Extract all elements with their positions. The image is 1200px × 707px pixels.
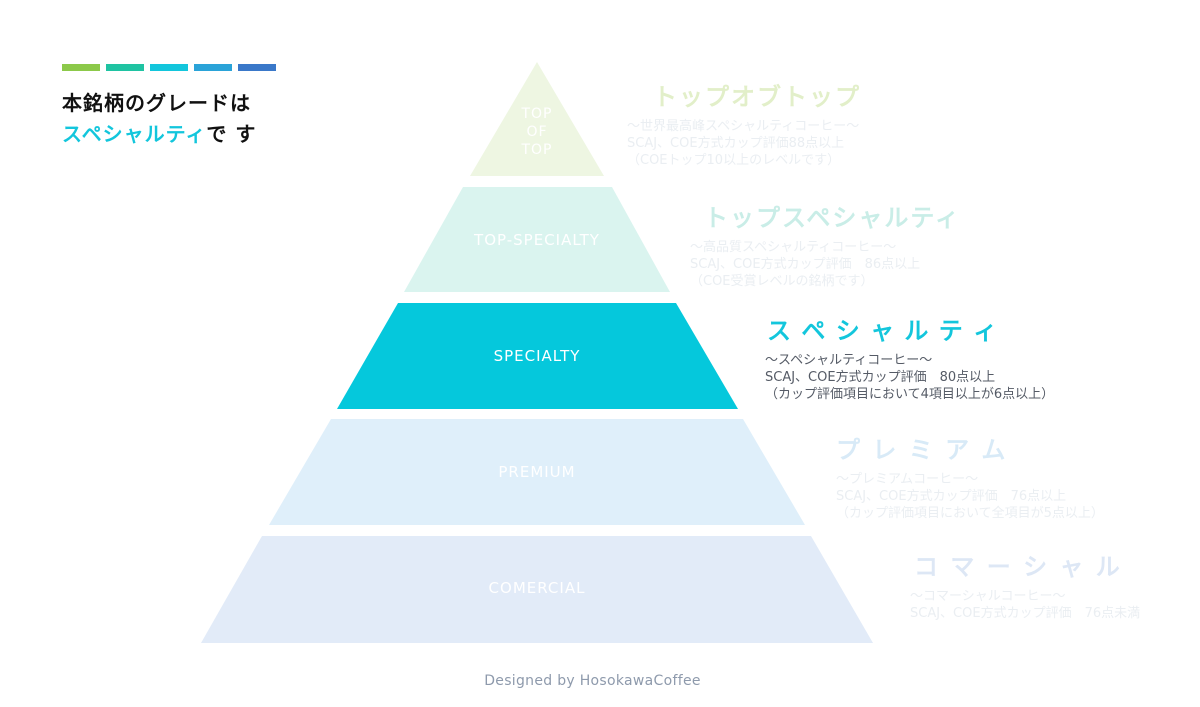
- tier-comercial-label: COMERCIAL: [488, 579, 586, 597]
- heading-line-1: 本銘柄のグレードは: [62, 91, 251, 115]
- footer-credit: Designed by HosokawaCoffee: [484, 673, 701, 689]
- tier-top-specialty-description: トップスペシャルティ ～高品質スペシャルティコーヒー～ SCAJ、COE方式カッ…: [690, 198, 961, 290]
- tier-specialty-desc-line: SCAJ、COE方式カップ評価 80点以上: [765, 370, 996, 385]
- page-heading: 本銘柄のグレードは スペシャルティで す: [62, 88, 256, 150]
- tier-premium-shape: [269, 419, 805, 525]
- tier-comercial-title: コ マ ー シ ャ ル: [914, 553, 1122, 581]
- tier-premium-description: プ レ ミ ア ム ～プレミアムコーヒー～ SCAJ、COE方式カップ評価 76…: [836, 430, 1104, 522]
- tier-top-of-top-label-line: TOP: [521, 106, 553, 122]
- tier-premium-desc-line: SCAJ、COE方式カップ評価 76点以上: [836, 489, 1067, 504]
- tier-specialty-desc-line: （カップ評価項目において4項目以上が6点以上）: [765, 387, 1055, 402]
- heading-accent: スペシャルティ: [62, 122, 207, 146]
- tier-premium-title: プ レ ミ ア ム: [836, 436, 1008, 464]
- stripe-3: [150, 64, 188, 71]
- tier-top-of-top-shape: [470, 62, 604, 176]
- stripe-2: [106, 64, 144, 71]
- tier-specialty-desc-line: ～スペシャルティコーヒー～: [765, 353, 933, 368]
- tier-top-of-top-desc-line: SCAJ、COE方式カップ評価88点以上: [627, 136, 845, 151]
- tier-premium-desc-line: ～プレミアムコーヒー～: [836, 472, 979, 487]
- tier-specialty-label: SPECIALTY: [493, 347, 581, 365]
- tier-comercial-shape: [201, 536, 873, 643]
- heading-rest: で す: [206, 122, 257, 146]
- tier-top-of-top-desc-line: （COEトップ10以上のレベルです）: [627, 153, 841, 168]
- tier-specialty-description: ス ペ シ ャ ル テ ィ ～スペシャルティコーヒー～ SCAJ、COE方式カッ…: [765, 311, 1054, 403]
- tier-top-of-top-label-line: OF: [526, 124, 548, 140]
- tier-comercial-desc-line: ～コマーシャルコーヒー～: [910, 589, 1066, 604]
- tier-top-specialty-shape: [404, 187, 670, 292]
- tier-top-of-top-label: TOP OF TOP: [507, 105, 567, 159]
- tier-premium-desc-line: （カップ評価項目において全項目が5点以上）: [836, 506, 1104, 521]
- tier-top-specialty-title: トップスペシャルティ: [704, 204, 961, 232]
- tier-specialty-shape: [337, 303, 738, 409]
- tier-comercial-desc-line: SCAJ、COE方式カップ評価 76点未満: [910, 606, 1141, 621]
- tier-top-of-top-title: トップオブトップ: [653, 83, 861, 111]
- tier-top-of-top-desc-line: ～世界最高峰スペシャルティコーヒー～: [627, 119, 860, 134]
- color-stripes: [62, 64, 276, 71]
- tier-comercial-description: コ マ ー シ ャ ル ～コマーシャルコーヒー～ SCAJ、COE方式カップ評価…: [910, 547, 1140, 622]
- tier-top-specialty-desc-line: SCAJ、COE方式カップ評価 86点以上: [690, 257, 921, 272]
- tier-top-specialty-label: TOP-SPECIALTY: [474, 231, 600, 249]
- tier-specialty-title: ス ペ シ ャ ル テ ィ: [767, 317, 999, 345]
- tier-top-specialty-desc-line: （COE受賞レベルの銘柄です）: [690, 274, 874, 289]
- stripe-1: [62, 64, 100, 71]
- stripe-5: [238, 64, 276, 71]
- tier-top-specialty-desc-line: ～高品質スペシャルティコーヒー～: [690, 240, 897, 255]
- tier-top-of-top-description: トップオブトップ ～世界最高峰スペシャルティコーヒー～ SCAJ、COE方式カッ…: [627, 77, 861, 169]
- tier-top-of-top-label-line: TOP: [521, 142, 553, 158]
- tier-premium-label: PREMIUM: [498, 463, 576, 481]
- heading-line-2: スペシャルティで す: [62, 119, 256, 150]
- stripe-4: [194, 64, 232, 71]
